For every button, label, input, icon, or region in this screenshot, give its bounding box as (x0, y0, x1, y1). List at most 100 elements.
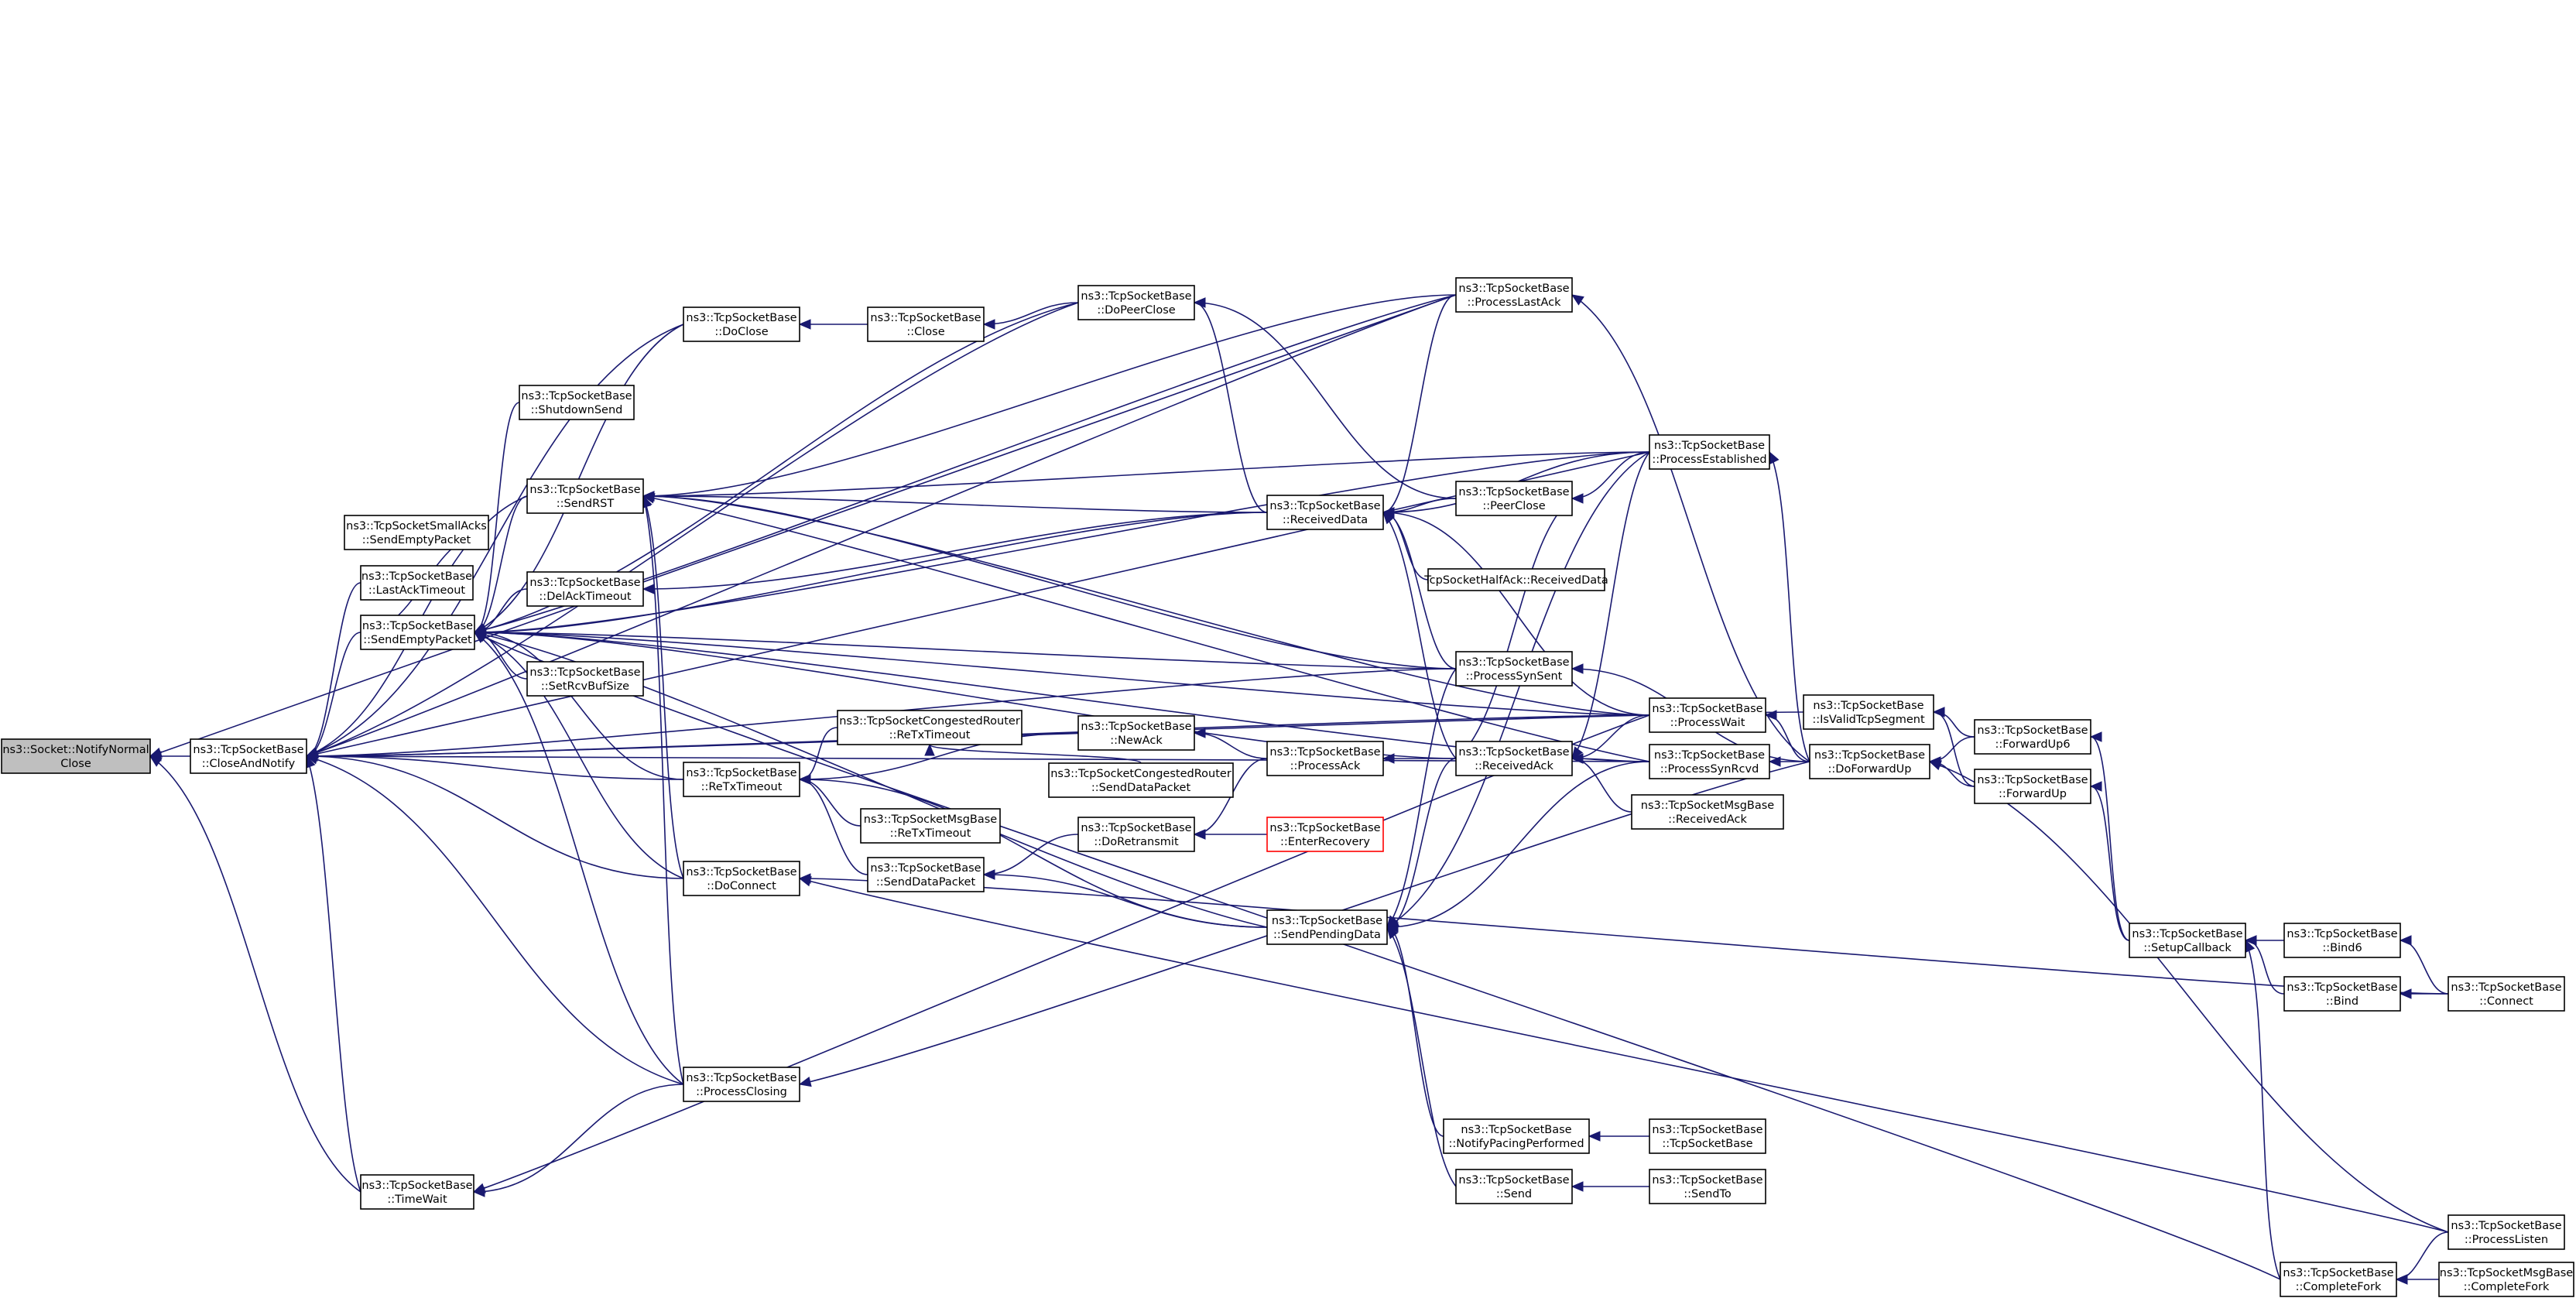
node-sendEmptyPacket[interactable]: ns3::TcpSocketBase::SendEmptyPacket (360, 615, 475, 650)
node-sendDataPacket[interactable]: ns3::TcpSocketBase::SendDataPacket (867, 857, 985, 892)
node-processLastAck[interactable]: ns3::TcpSocketBase::ProcessLastAck (1455, 277, 1573, 313)
node-doConnect[interactable]: ns3::TcpSocketBase::DoConnect (683, 861, 800, 896)
node-label-line: ::ReTxTimeout (889, 729, 971, 741)
node-box (360, 1174, 474, 1210)
call-edge-shutdownSend-to-sendEmptyPacket (474, 402, 520, 633)
arrowhead-icon (2395, 1274, 2408, 1285)
node-sendTo[interactable]: ns3::TcpSocketBase::SendTo (1649, 1169, 1766, 1204)
node-label-line: ::SendPendingData (1273, 929, 1381, 941)
arrowhead-icon (2089, 781, 2102, 792)
node-label-line: ns3::TcpSocketBase (1814, 749, 1925, 762)
node-label-line: ::NewAck (1110, 735, 1163, 747)
node-label-line: ::ProcessAck (1290, 760, 1361, 772)
node-timeWait[interactable]: ns3::TcpSocketBase::TimeWait (360, 1174, 474, 1210)
node-msgReceivedAck[interactable]: ns3::TcpSocketMsgBase::ReceivedAck (1631, 794, 1784, 830)
node-processAck[interactable]: ns3::TcpSocketBase::ProcessAck (1266, 741, 1384, 776)
node-delAckTimeout[interactable]: ns3::TcpSocketBase::DelAckTimeout (526, 571, 644, 607)
call-edge-sendPendingData-to-sendDataPacket (983, 874, 1268, 928)
node-notifyPacing[interactable]: ns3::TcpSocketBase::NotifyPacingPerforme… (1443, 1118, 1590, 1154)
node-doClose[interactable]: ns3::TcpSocketBase::DoClose (683, 306, 800, 342)
call-edge-doPeerClose-to-close (983, 302, 1079, 325)
node-doRetransmit[interactable]: ns3::TcpSocketBase::DoRetransmit (1077, 817, 1195, 852)
node-bind6[interactable]: ns3::TcpSocketBase::Bind6 (2283, 923, 2401, 958)
call-edge-processLastAck-to-closeAndNotify (306, 294, 1457, 757)
arrowhead-icon (1193, 297, 1206, 308)
arrowhead-icon (1571, 663, 1584, 674)
arrowhead-icon (305, 751, 318, 762)
node-label-line: ns3::TcpSocketBase (1458, 1174, 1569, 1187)
call-edge-receivedData-to-delAckTimeout (642, 512, 1268, 590)
node-label-line: ::ForwardUp6 (1995, 738, 2070, 751)
node-label-line: ns3::Socket::NotifyNormal (2, 744, 149, 756)
node-label-line: ns3::TcpSocketBase (1654, 749, 1765, 762)
node-label-line: ::DoRetransmit (1094, 836, 1179, 848)
node-box (860, 808, 1001, 844)
node-bind[interactable]: ns3::TcpSocketBase::Bind (2283, 976, 2401, 1012)
call-edge-processEstablished-to-sendRST (642, 451, 1650, 497)
node-setupCallback[interactable]: ns3::TcpSocketBase::SetupCallback (2129, 923, 2246, 958)
node-label-line: ns3::TcpSocketBase (1652, 703, 1762, 715)
node-send[interactable]: ns3::TcpSocketBase::Send (1455, 1169, 1573, 1204)
node-label-line: ns3::TcpSocketBase (1081, 290, 1191, 303)
call-edge-doForwardUp-to-processLastAck (1571, 294, 1810, 762)
node-halfAck[interactable]: TcpSocketHalfAck::ReceivedData (1423, 568, 1608, 591)
arrowhead-icon (1769, 450, 1780, 464)
node-label-line: ns3::TcpSocketBase (870, 312, 981, 324)
node-box (1266, 741, 1384, 776)
node-processWait[interactable]: ns3::TcpSocketBase::ProcessWait (1649, 697, 1766, 733)
call-edge-processLastAck-to-receivedData (1382, 294, 1457, 513)
node-connect[interactable]: ns3::TcpSocketBase::Connect (2448, 976, 2565, 1012)
arrowhead-icon (1386, 916, 1399, 928)
node-label-line: ::Close (906, 326, 944, 338)
node-processClosing[interactable]: ns3::TcpSocketBase::ProcessClosing (683, 1067, 800, 1102)
node-box (1455, 277, 1573, 313)
node-forwardUp6[interactable]: ns3::TcpSocketBase::ForwardUp6 (1974, 719, 2091, 755)
call-edge-processWait-to-sendRST (642, 495, 1650, 716)
node-congSendData[interactable]: ns3::TcpSocketCongestedRouter::SendDataP… (1048, 762, 1234, 798)
arrowhead-icon (798, 319, 811, 330)
node-msgCompleteFork[interactable]: ns3::TcpSocketMsgBase::CompleteFork (2438, 1262, 2574, 1297)
node-smallAcks[interactable]: ns3::TcpSocketSmallAcks::SendEmptyPacket (344, 515, 489, 550)
node-forwardUp[interactable]: ns3::TcpSocketBase::ForwardUp (1974, 769, 2091, 804)
call-edge-processEstablished-to-receivedAck (1571, 451, 1650, 759)
node-label-line: ns3::TcpSocketMsgBase (1641, 800, 1775, 812)
arrowhead-icon (1571, 746, 1584, 760)
node-lastAckTimeout[interactable]: ns3::TcpSocketBase::LastAckTimeout (360, 565, 474, 601)
node-sendRST[interactable]: ns3::TcpSocketBase::SendRST (526, 478, 644, 514)
arrowhead-icon (982, 319, 995, 330)
node-label-line: ::ForwardUp (1999, 788, 2067, 800)
node-closeAndNotify[interactable]: ns3::TcpSocketBase::CloseAndNotify (190, 738, 307, 774)
node-reTxTimeout[interactable]: ns3::TcpSocketBase::ReTxTimeout (683, 762, 800, 797)
arrowhead-icon (1193, 728, 1206, 738)
arrowhead-icon (1932, 707, 1945, 717)
node-doForwardUp[interactable]: ns3::TcpSocketBase::DoForwardUp (1809, 744, 1930, 779)
node-receivedData[interactable]: ns3::TcpSocketBase::ReceivedData (1266, 495, 1384, 530)
node-setRcvBufSize[interactable]: ns3::TcpSocketBase::SetRcvBufSize (526, 661, 644, 697)
node-receivedAck[interactable]: ns3::TcpSocketBase::ReceivedAck (1455, 741, 1573, 776)
call-edge-connect-to-bind6 (2400, 940, 2449, 995)
call-edge-reTxTimeout-to-sendEmptyPacket (474, 632, 684, 780)
node-box (1, 738, 151, 774)
node-processSynRcvd[interactable]: ns3::TcpSocketBase::ProcessSynRcvd (1649, 744, 1770, 779)
node-shutdownSend[interactable]: ns3::TcpSocketBase::ShutdownSend (519, 385, 635, 420)
node-doPeerClose[interactable]: ns3::TcpSocketBase::DoPeerClose (1077, 285, 1195, 320)
node-enterRecovery[interactable]: ns3::TcpSocketBase::EnterRecovery (1266, 817, 1384, 852)
node-newAck[interactable]: ns3::TcpSocketBase::NewAck (1077, 715, 1195, 751)
node-congReTx[interactable]: ns3::TcpSocketCongestedRouter::ReTxTimeo… (837, 710, 1023, 745)
node-completeFork[interactable]: ns3::TcpSocketBase::CompleteFork (2280, 1262, 2397, 1297)
node-processListen[interactable]: ns3::TcpSocketBase::ProcessListen (2448, 1214, 2565, 1250)
call-edge-peerClose-to-doPeerClose (1194, 302, 1457, 499)
node-processSynSent[interactable]: ns3::TcpSocketBase::ProcessSynSent (1455, 651, 1573, 687)
node-msgReTx[interactable]: ns3::TcpSocketMsgBase::ReTxTimeout (860, 808, 1001, 844)
node-close[interactable]: ns3::TcpSocketBase::Close (867, 306, 985, 342)
node-peerClose[interactable]: ns3::TcpSocketBase::PeerClose (1455, 481, 1573, 516)
node-processEstablished[interactable]: ns3::TcpSocketBase::ProcessEstablished (1649, 434, 1770, 470)
call-edge-processEstablished-to-sendPendingData (1386, 451, 1650, 928)
node-sendPendingData[interactable]: ns3::TcpSocketBase::SendPendingData (1266, 909, 1388, 945)
node-label-line: ns3::TcpSocketBase (361, 1180, 472, 1192)
node-label-line: ::SendDataPacket (876, 876, 976, 889)
node-isValid[interactable]: ns3::TcpSocketBase::IsValidTcpSegment (1803, 694, 1934, 730)
call-edge-processClosing-to-timeWait (473, 1084, 684, 1193)
node-tcpSocketBase[interactable]: ns3::TcpSocketBase::TcpSocketBase (1649, 1118, 1766, 1154)
